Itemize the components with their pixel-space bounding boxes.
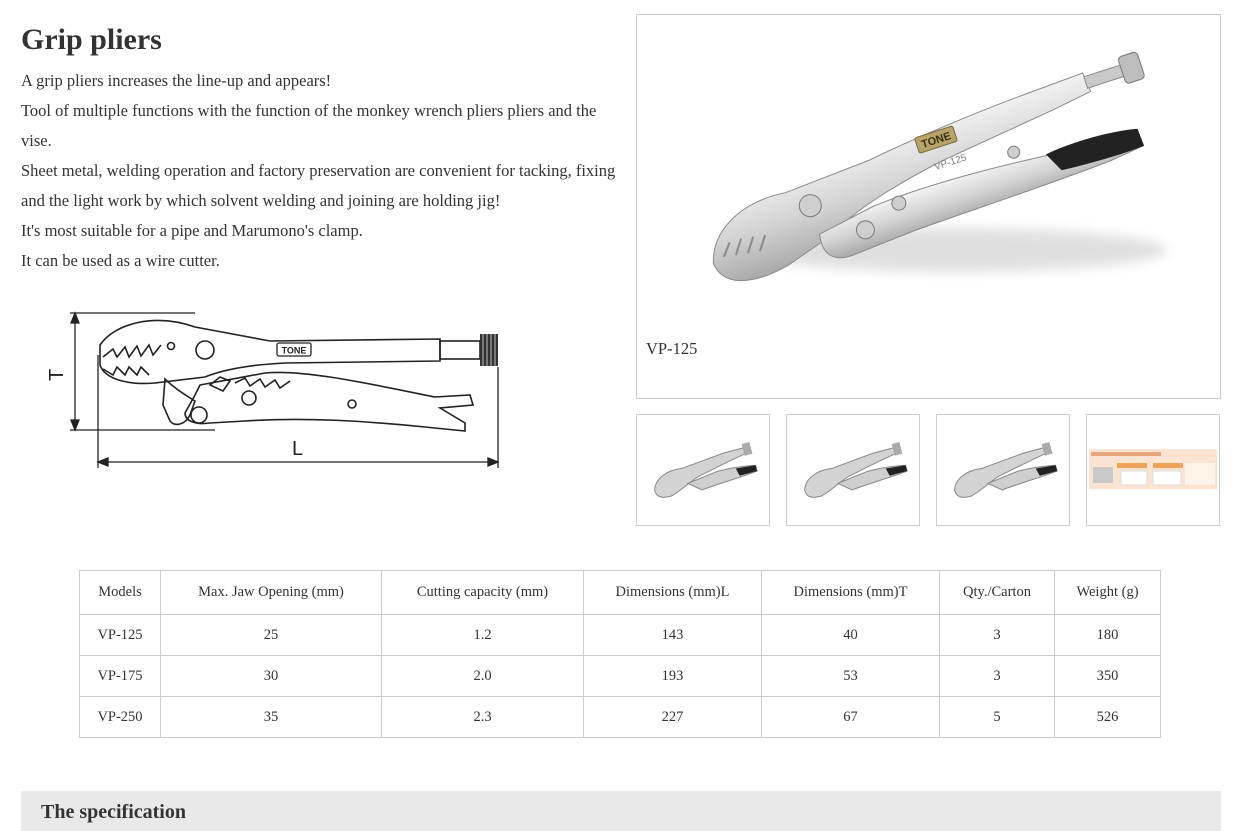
pliers-thumbnail-icon — [654, 442, 758, 498]
description-line: Sheet metal, welding operation and facto… — [21, 161, 616, 210]
table-cell: VP-250 — [79, 696, 161, 738]
catalog-thumbnail-icon — [1089, 449, 1217, 489]
pliers-thumbnail-icon — [804, 442, 908, 498]
table-cell: 193 — [583, 655, 762, 697]
table-cell: 30 — [160, 655, 382, 697]
table-cell: 25 — [160, 614, 382, 656]
description-line: A grip pliers increases the line-up and … — [21, 71, 332, 90]
table-cell: 143 — [583, 614, 762, 656]
description-line: It's most suitable for a pipe and Marumo… — [21, 221, 363, 240]
pliers-thumbnail-icon — [954, 442, 1058, 498]
table-cell: 67 — [761, 696, 940, 738]
column-header-jaw-opening: Max. Jaw Opening (mm) — [160, 570, 382, 615]
table-cell: 1.2 — [381, 614, 584, 656]
thumbnail-4[interactable] — [1086, 414, 1220, 526]
main-image-caption: VP-125 — [646, 339, 698, 358]
table-cell: 53 — [761, 655, 940, 697]
table-cell: 350 — [1054, 655, 1161, 697]
table-cell: 5 — [939, 696, 1055, 738]
description-line: Tool of multiple functions with the func… — [21, 101, 597, 150]
table-cell: 2.0 — [381, 655, 584, 697]
column-header-dimension-t: Dimensions (mm)T — [761, 570, 940, 615]
height-dimension-label: T — [46, 369, 68, 381]
thumbnail-3[interactable] — [936, 414, 1070, 526]
specification-section-header: The specification — [21, 791, 1221, 831]
spec-table: Models Max. Jaw Opening (mm) Cutting cap… — [79, 570, 1161, 738]
diagram-brand-label: TONE — [282, 346, 307, 356]
column-header-models: Models — [79, 570, 161, 615]
table-cell: 227 — [583, 696, 762, 738]
table-cell: VP-175 — [79, 655, 161, 697]
page-title: Grip pliers — [21, 23, 162, 56]
table-cell: 40 — [761, 614, 940, 656]
table-header-row: Models Max. Jaw Opening (mm) Cutting cap… — [79, 570, 1161, 615]
main-product-image[interactable]: TONE VP-125 VP-125 — [636, 14, 1221, 399]
table-cell: 3 — [939, 614, 1055, 656]
length-dimension-label: L — [292, 438, 303, 460]
column-header-dimension-l: Dimensions (mm)L — [583, 570, 762, 615]
column-header-cutting-capacity: Cutting capacity (mm) — [381, 570, 584, 615]
description-line: It can be used as a wire cutter. — [21, 251, 220, 270]
table-row: VP-250 35 2.3 227 67 5 526 — [79, 696, 1161, 738]
table-cell: 35 — [160, 696, 382, 738]
column-header-weight: Weight (g) — [1054, 570, 1161, 615]
product-description: A grip pliers increases the line-up and … — [21, 66, 616, 276]
dimension-diagram: TONE T L — [46, 311, 500, 468]
table-cell: 180 — [1054, 614, 1161, 656]
column-header-qty-carton: Qty./Carton — [939, 570, 1055, 615]
table-cell: VP-125 — [79, 614, 161, 656]
thumbnail-2[interactable] — [786, 414, 920, 526]
table-cell: 526 — [1054, 696, 1161, 738]
thumbnail-1[interactable] — [636, 414, 770, 526]
adjustment-knob — [480, 334, 498, 366]
table-cell: 3 — [939, 655, 1055, 697]
pliers-photo: TONE VP-125 — [712, 51, 1167, 282]
table-row: VP-125 25 1.2 143 40 3 180 — [79, 614, 1161, 656]
table-row: VP-175 30 2.0 193 53 3 350 — [79, 655, 1161, 697]
table-cell: 2.3 — [381, 696, 584, 738]
